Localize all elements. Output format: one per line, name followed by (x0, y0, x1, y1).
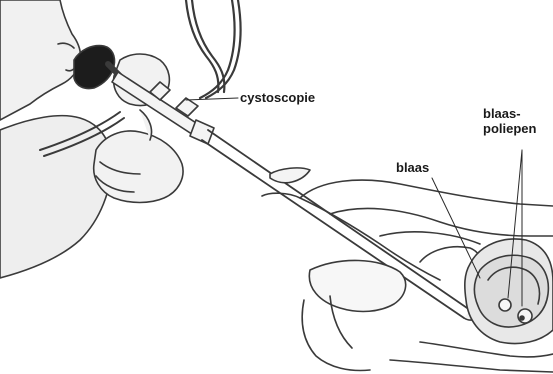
doctor-gown (0, 116, 112, 278)
leader-bladder (432, 178, 480, 278)
label-bladder: blaas (396, 160, 429, 175)
label-bladder-polyps-line2: poliepen (483, 121, 536, 136)
bladder-shape (390, 239, 553, 372)
leader-cystoscope (186, 98, 238, 100)
label-bladder-polyps: blaas- poliepen (483, 106, 536, 136)
label-bladder-polyps-line1: blaas- (483, 106, 536, 121)
doctor-face (0, 0, 81, 120)
label-cystoscope: cystoscopie (240, 90, 315, 105)
